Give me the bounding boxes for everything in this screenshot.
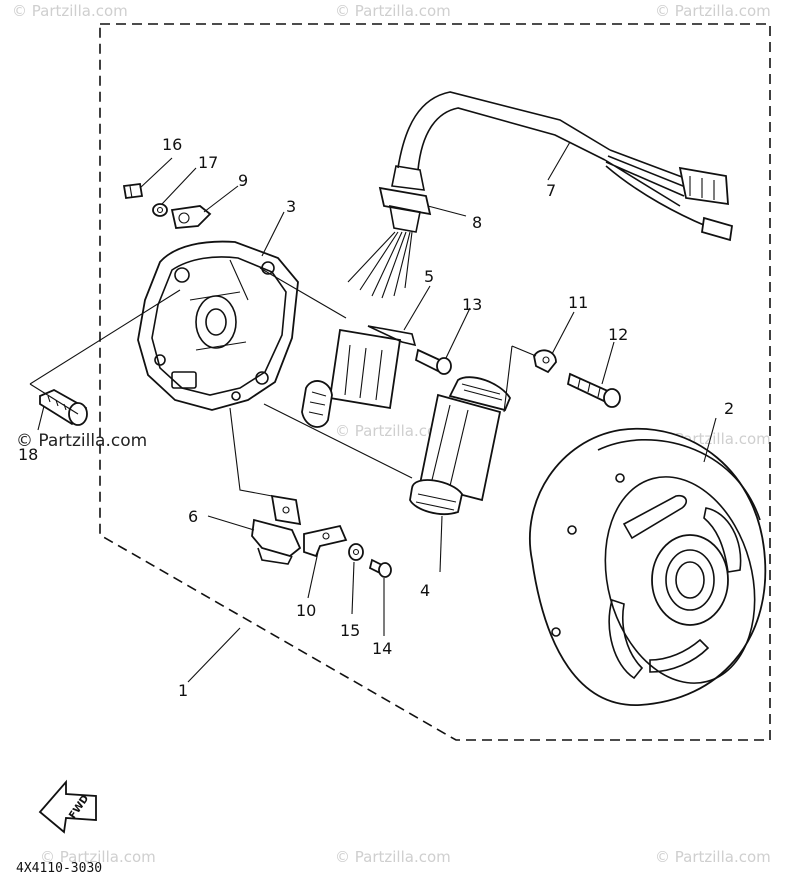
label-part-9: 9	[238, 171, 248, 190]
watermark-tiles: © Partzilla.com © Partzilla.com © Partzi…	[12, 2, 771, 866]
label-part-14: 14	[372, 639, 392, 658]
watermark-tile: © Partzilla.com	[655, 2, 771, 20]
label-part-12: 12	[608, 325, 628, 344]
label-part-18: 18	[18, 445, 38, 464]
wire-grommet	[347, 165, 432, 299]
stator-base-plate	[137, 240, 299, 411]
assembly-boundary	[99, 23, 771, 741]
label-part-5: 5	[424, 267, 434, 286]
label-part-8: 8	[472, 213, 482, 232]
label-part-1: 1	[178, 681, 188, 700]
label-part-4: 4	[420, 581, 430, 600]
label-part-16: 16	[162, 135, 182, 154]
watermark-tile: © Partzilla.com	[12, 2, 128, 20]
label-part-2: 2	[724, 399, 734, 418]
diagram-code: 4X4110-3030	[16, 861, 102, 876]
watermark-tile: © Partzilla.com	[40, 848, 156, 866]
label-part-13: 13	[462, 295, 482, 314]
screw-part-12	[566, 372, 621, 408]
pickup-coil-part-6	[251, 494, 302, 565]
fwd-arrow-icon: FWD	[38, 779, 97, 834]
watermark-tile: © Partzilla.com	[655, 848, 771, 866]
bracket-part-10	[303, 524, 348, 558]
watermark-main: © Partzilla.com	[16, 431, 147, 451]
washer-part-17	[152, 203, 168, 217]
label-part-7: 7	[546, 181, 556, 200]
screw-part-16	[122, 182, 144, 200]
label-part-17: 17	[198, 153, 218, 172]
charging-coil	[409, 376, 512, 515]
screw-part-13	[414, 348, 452, 375]
washer-part-15	[348, 543, 364, 561]
label-part-6: 6	[188, 507, 198, 526]
label-part-15: 15	[340, 621, 360, 640]
label-part-3: 3	[286, 197, 296, 216]
flywheel-rotor	[529, 427, 767, 706]
part-number-callouts: 16 17 9 3 5 13 11 12 2 7 8 4 6 10 15 14 …	[18, 135, 734, 700]
label-part-11: 11	[568, 293, 588, 312]
label-part-10: 10	[296, 601, 316, 620]
screw-part-14	[368, 558, 392, 578]
watermark-tile: © Partzilla.com	[335, 2, 451, 20]
watermark-tile: © Partzilla.com	[335, 848, 451, 866]
source-coil	[301, 325, 417, 428]
watermark-tile: © Partzilla.com	[335, 422, 451, 440]
leader-lines	[29, 141, 717, 683]
wire-harness	[397, 91, 734, 242]
clamp-part-9	[170, 205, 212, 229]
